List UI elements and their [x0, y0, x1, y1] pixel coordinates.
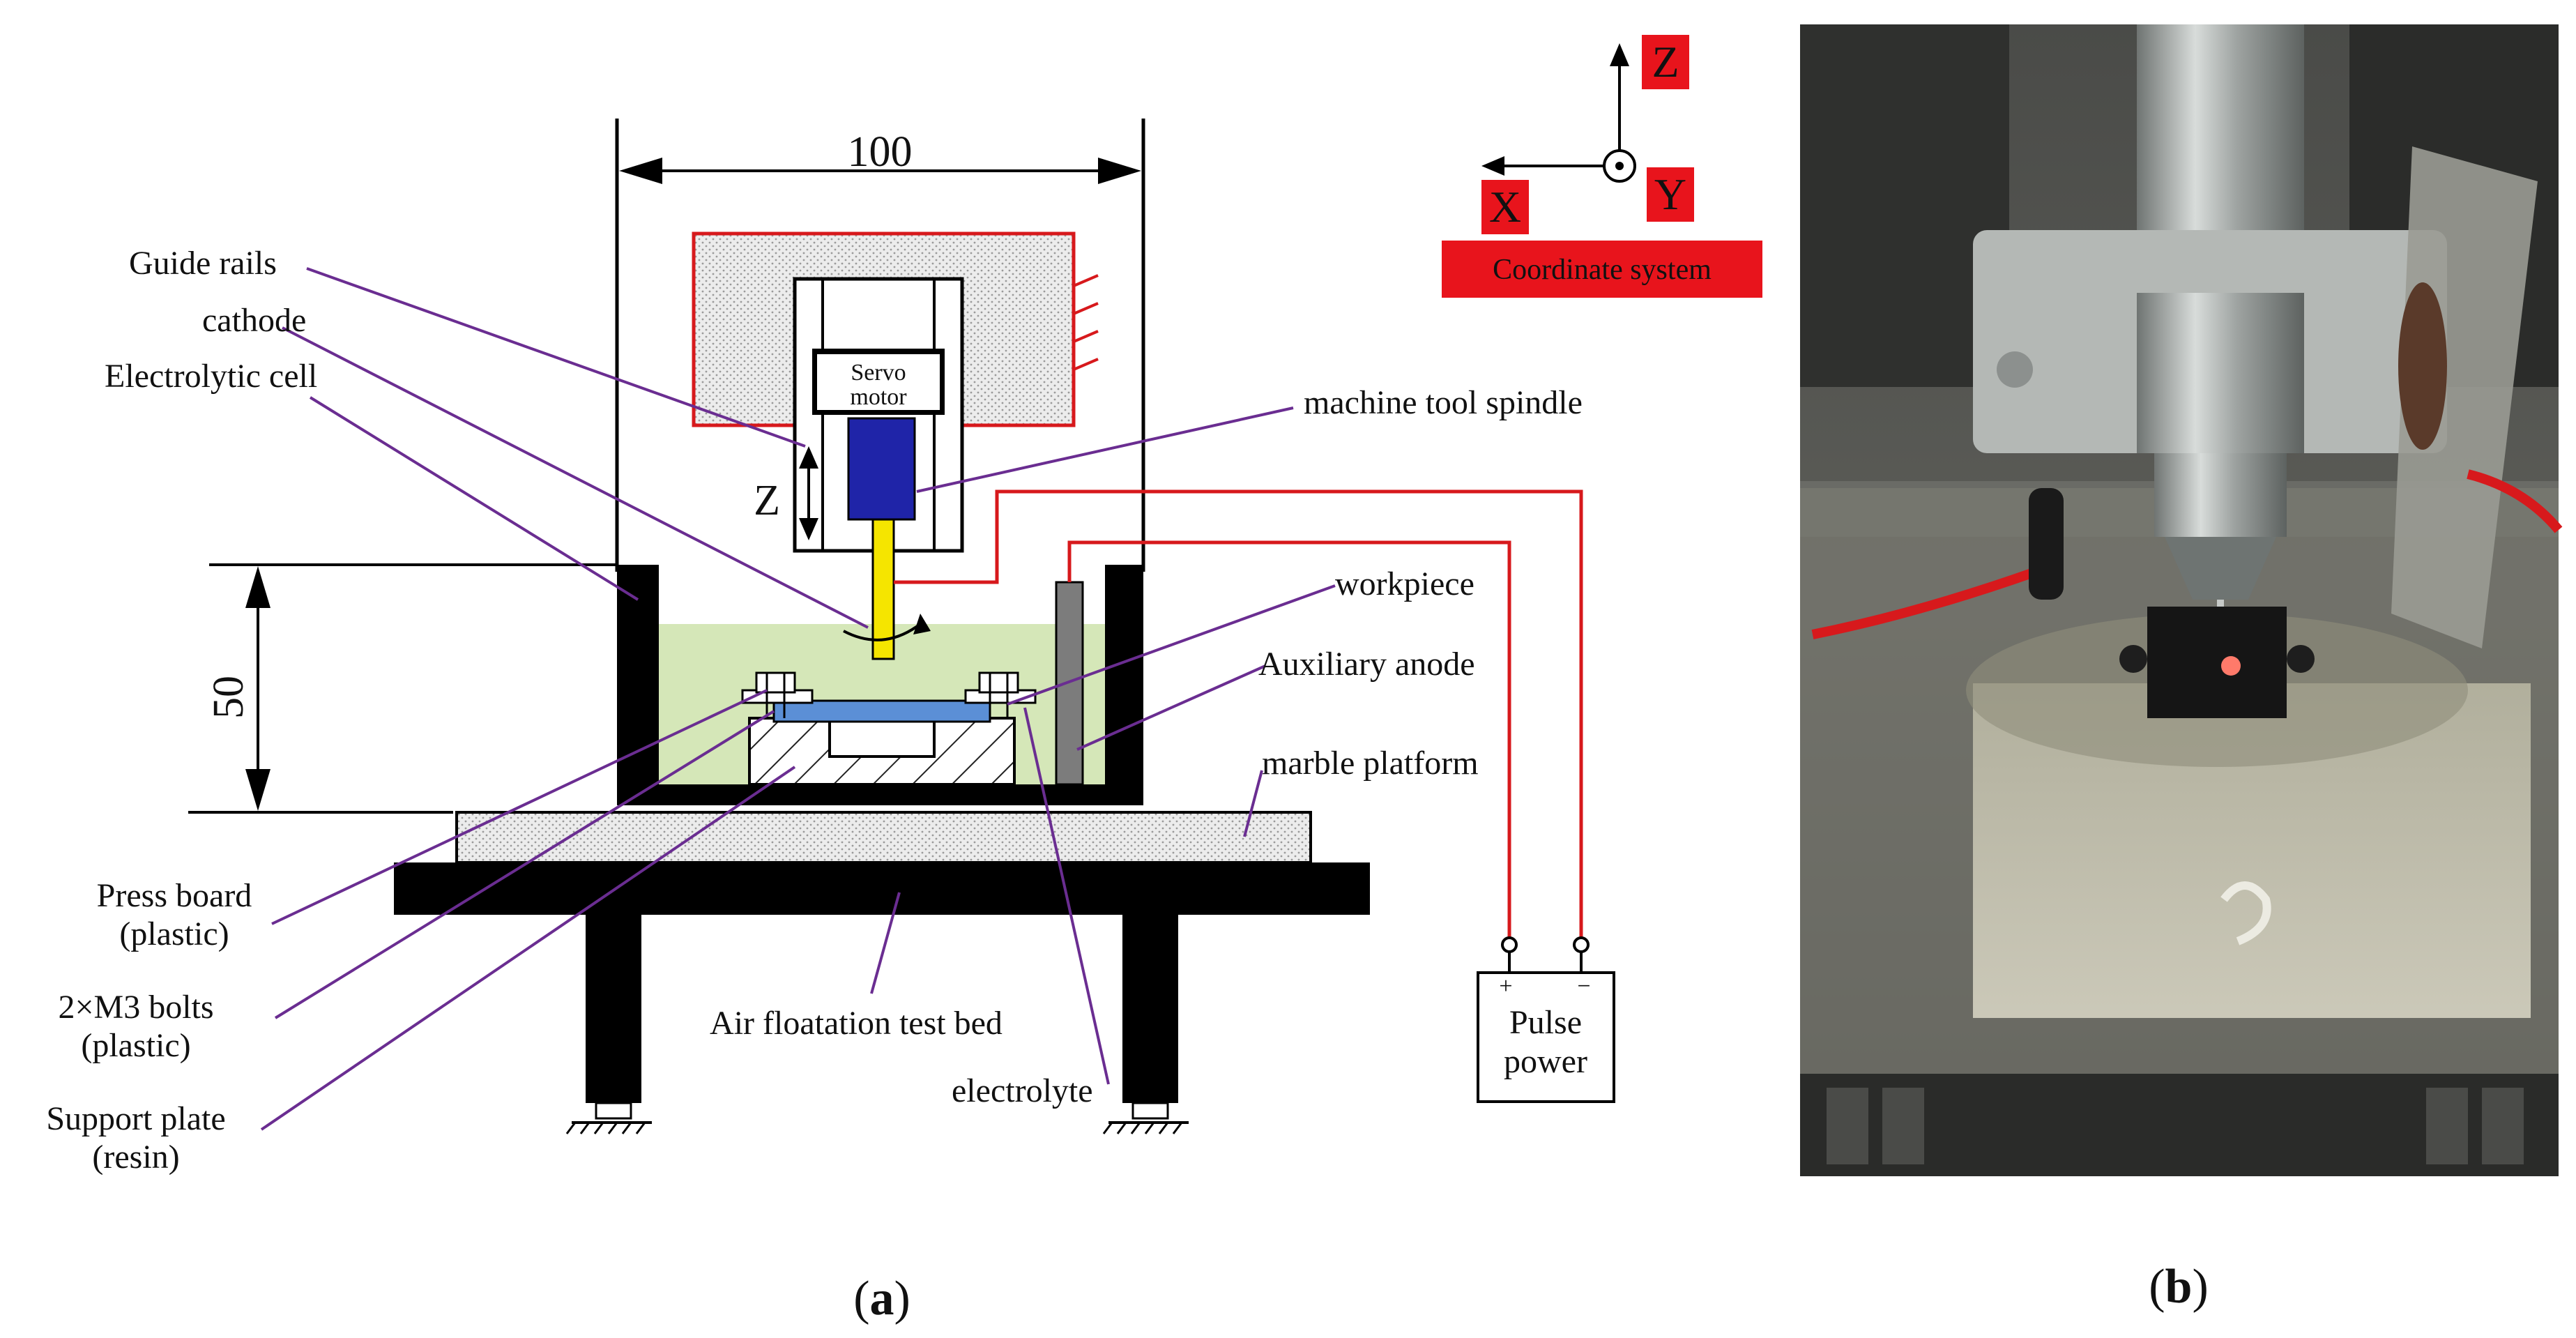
axis-z-label: Z	[1652, 37, 1679, 86]
plus-terminal: +	[1499, 973, 1512, 999]
caption-b-open: (	[2149, 1260, 2165, 1314]
leader-lines	[260, 267, 1336, 1131]
schematic-diagram: 100 Servo motor	[46, 35, 1762, 1325]
servo-label-line1: Servo	[851, 360, 906, 386]
coordinate-system: Z X Y Coordinate system	[1442, 35, 1762, 298]
rotation-arrow	[843, 623, 922, 641]
label-bolts-line1: 2×M3 bolts	[58, 989, 213, 1026]
machine-tool-spindle	[847, 417, 916, 521]
servo-label-line2: motor	[850, 384, 907, 410]
label-air-floatation-test-bed: Air floatation test bed	[710, 1005, 1003, 1042]
label-press-board-line1: Press board	[97, 877, 252, 914]
caption-b-close: )	[2192, 1260, 2208, 1314]
servo-motor: Servo motor	[812, 349, 945, 415]
dimension-width-label: 100	[848, 128, 913, 176]
air-floatation-test-bed	[394, 862, 1370, 1134]
caption-b: (b)	[2149, 1260, 2209, 1314]
electrolytic-cell	[617, 565, 1143, 805]
press-board-right	[964, 671, 1037, 718]
caption-a-open: (	[853, 1272, 869, 1325]
label-electrolytic-cell: Electrolytic cell	[105, 358, 317, 395]
label-auxiliary-anode: Auxiliary anode	[1258, 646, 1475, 683]
caption-a: (a)	[853, 1272, 910, 1325]
marble-platform	[455, 811, 1312, 864]
label-press-board-line2: (plastic)	[119, 915, 229, 952]
pulse-power-box: + − Pulse power	[1477, 971, 1615, 1103]
z-axis-label: Z	[754, 477, 780, 524]
auxiliary-anode	[1055, 581, 1084, 786]
label-cathode: cathode	[202, 302, 306, 339]
label-marble-platform: marble platform	[1262, 745, 1479, 782]
dimension-height: 50	[188, 563, 617, 814]
caption-a-letter: a	[870, 1272, 894, 1325]
pulse-power-label-line2: power	[1504, 1043, 1587, 1080]
svg-text:(a): (a)	[853, 1272, 910, 1325]
minus-terminal: −	[1577, 973, 1590, 999]
label-machine-tool-spindle: machine tool spindle	[1304, 384, 1583, 421]
label-guide-rails: Guide rails	[129, 245, 277, 282]
photo-panel: (b)	[1800, 24, 2563, 1314]
pulse-power-label-line1: Pulse	[1509, 1004, 1582, 1041]
pulse-power-wiring	[894, 489, 1590, 973]
caption-a-close: )	[894, 1272, 910, 1325]
axis-y-label: Y	[1654, 169, 1686, 219]
dimension-width: 100	[615, 119, 1145, 572]
caption-b-letter: b	[2165, 1260, 2193, 1314]
z-axis-arrow: Z	[754, 446, 818, 540]
label-support-plate-line2: (resin)	[92, 1139, 179, 1176]
svg-text:(b): (b)	[2149, 1260, 2209, 1314]
cathode-tool	[871, 518, 895, 660]
axis-x-label: X	[1489, 182, 1521, 231]
coordinate-system-title: Coordinate system	[1493, 254, 1712, 286]
label-bolts-line2: (plastic)	[81, 1027, 190, 1064]
label-support-plate-line1: Support plate	[46, 1100, 225, 1137]
dimension-height-label: 50	[205, 676, 252, 719]
label-electrolyte: electrolyte	[952, 1072, 1093, 1109]
label-workpiece: workpiece	[1335, 565, 1474, 602]
